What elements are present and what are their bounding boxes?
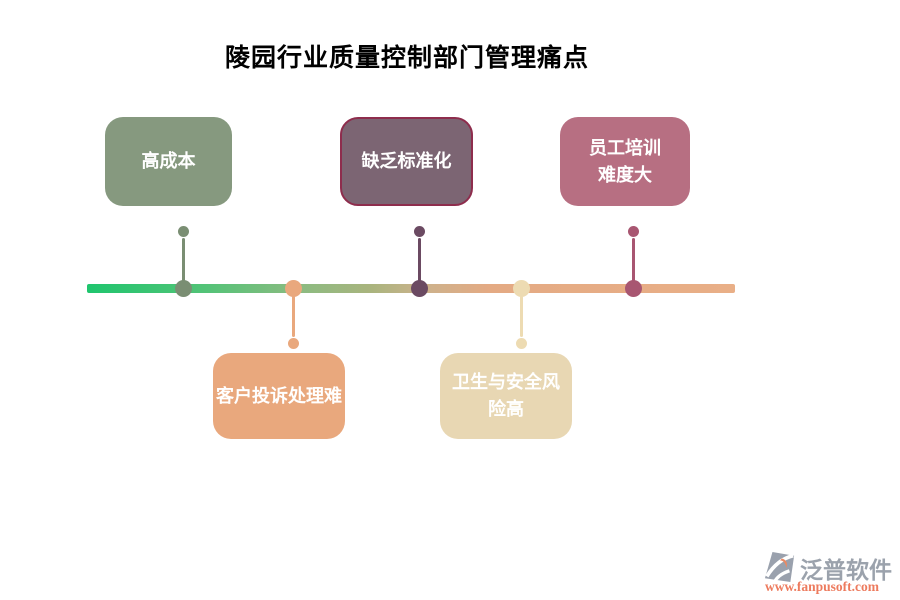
node-box-high-cost: 高成本 bbox=[105, 117, 232, 206]
node-end-dot bbox=[414, 226, 425, 237]
node-end-dot bbox=[288, 338, 299, 349]
node-end-dot bbox=[178, 226, 189, 237]
node-box-lack-of-standardization: 缺乏标准化 bbox=[340, 117, 473, 206]
timeline-dot bbox=[175, 280, 192, 297]
timeline-dot bbox=[625, 280, 642, 297]
page-title: 陵园行业质量控制部门管理痛点 bbox=[225, 44, 590, 72]
node-box-customer-complaints: 客户投诉处理难 bbox=[213, 353, 345, 439]
node-connector-line bbox=[292, 296, 295, 337]
node-end-dot bbox=[628, 226, 639, 237]
timeline-dot bbox=[513, 280, 530, 297]
timeline-dot bbox=[411, 280, 428, 297]
brand-footer: 泛普软件 www.fanpusoft.com bbox=[764, 550, 900, 596]
node-box-health-safety-risk: 卫生与安全风 险高 bbox=[440, 353, 572, 439]
timeline-dot bbox=[285, 280, 302, 297]
node-connector-line bbox=[182, 238, 185, 283]
brand-url: www.fanpusoft.com bbox=[765, 579, 880, 594]
node-connector-line bbox=[632, 238, 635, 283]
node-connector-line bbox=[520, 296, 523, 337]
fanpu-logo-icon bbox=[764, 551, 795, 583]
node-end-dot bbox=[516, 338, 527, 349]
brand-name: 泛普软件 bbox=[800, 557, 892, 583]
node-box-staff-training-difficulty: 员工培训 难度大 bbox=[560, 117, 690, 206]
node-connector-line bbox=[418, 238, 421, 283]
